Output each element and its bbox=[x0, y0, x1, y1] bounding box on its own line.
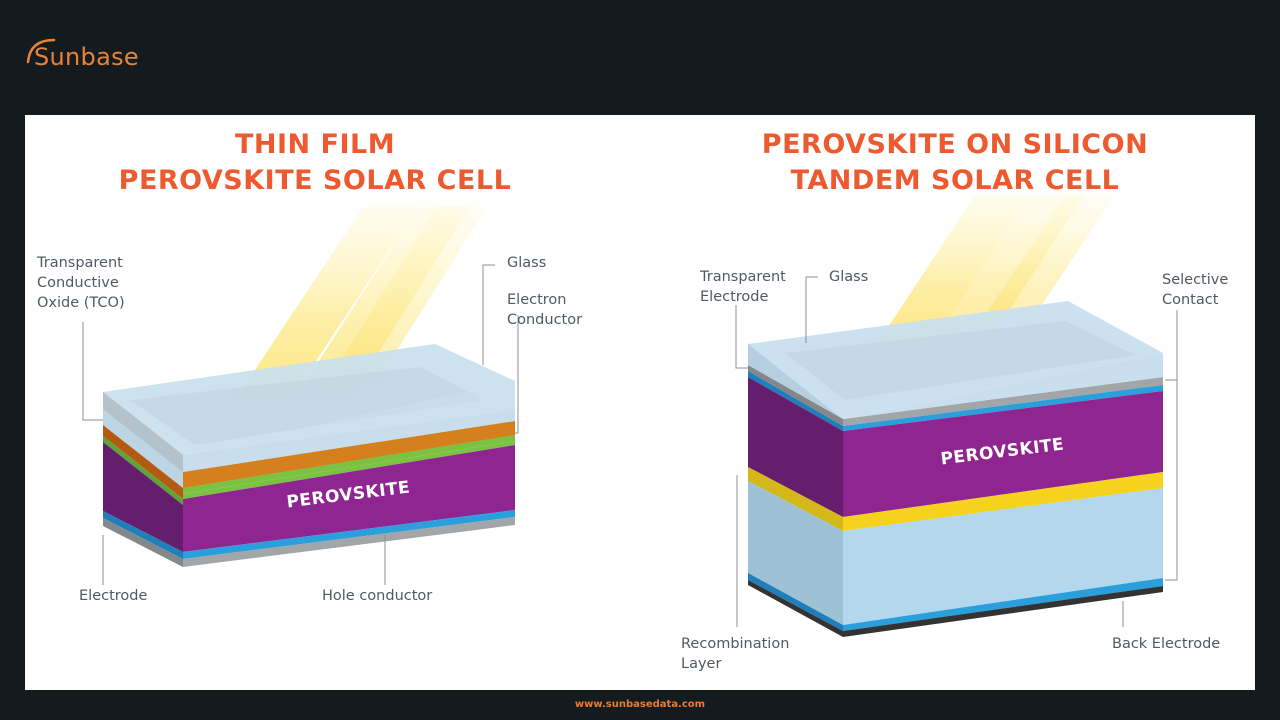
website-link[interactable]: www.sunbasedata.com bbox=[574, 699, 706, 710]
label-rec-line2: Layer bbox=[681, 656, 722, 672]
label-te-line1: Transparent bbox=[700, 269, 786, 285]
right-title-line1: PEROVSKITE ON SILICON bbox=[761, 129, 1149, 160]
light-beams bbox=[235, 207, 487, 400]
light-beams-right bbox=[875, 195, 1115, 347]
label-sel-line2: Contact bbox=[1162, 292, 1219, 308]
logo-wordmark: Sunbase bbox=[34, 43, 139, 71]
label-glass-left: Glass bbox=[507, 255, 547, 271]
solar-cell-diagrams: PEROVSKITE bbox=[82, 195, 1178, 637]
label-tco-line3: Oxide (TCO) bbox=[37, 295, 125, 311]
label-recombination-layer: Recombination Layer bbox=[681, 634, 789, 674]
left-title-line2: PEROVSKITE SOLAR CELL bbox=[118, 165, 512, 196]
diagram-panel: PEROVSKITE bbox=[25, 115, 1255, 690]
label-rec-line1: Recombination bbox=[681, 636, 790, 652]
label-hole-conductor: Hole conductor bbox=[322, 588, 433, 604]
label-tco: Transparent Conductive Oxide (TCO) bbox=[37, 253, 125, 313]
label-electrode: Electrode bbox=[79, 588, 148, 604]
sunbase-logo[interactable]: Sunbase bbox=[24, 36, 154, 76]
thin-film-cell: PEROVSKITE bbox=[103, 207, 515, 567]
label-selective-contact: Selective Contact bbox=[1162, 270, 1228, 310]
label-electron-line2: Conductor bbox=[507, 312, 583, 328]
right-leader-lines bbox=[735, 276, 1178, 627]
left-diagram-title: THIN FILM PEROVSKITE SOLAR CELL bbox=[80, 127, 550, 199]
label-te-line2: Electrode bbox=[700, 289, 769, 305]
label-electron-line1: Electron bbox=[507, 292, 567, 308]
label-electron-conductor: Electron Conductor bbox=[507, 290, 582, 330]
left-title-line1: THIN FILM bbox=[234, 129, 396, 160]
label-tco-line2: Conductive bbox=[37, 275, 119, 291]
label-glass-right: Glass bbox=[829, 269, 869, 285]
label-sel-line1: Selective bbox=[1162, 272, 1229, 288]
left-leader-lines bbox=[82, 264, 519, 585]
label-tco-line1: Transparent bbox=[37, 255, 123, 271]
label-back-electrode: Back Electrode bbox=[1112, 636, 1221, 652]
sun-arc-icon bbox=[26, 38, 56, 64]
label-transparent-electrode: Transparent Electrode bbox=[700, 267, 786, 307]
right-title-line2: TANDEM SOLAR CELL bbox=[790, 165, 1120, 196]
right-diagram-title: PEROVSKITE ON SILICON TANDEM SOLAR CELL bbox=[710, 127, 1200, 199]
tandem-cell: PEROVSKITE bbox=[748, 195, 1163, 637]
